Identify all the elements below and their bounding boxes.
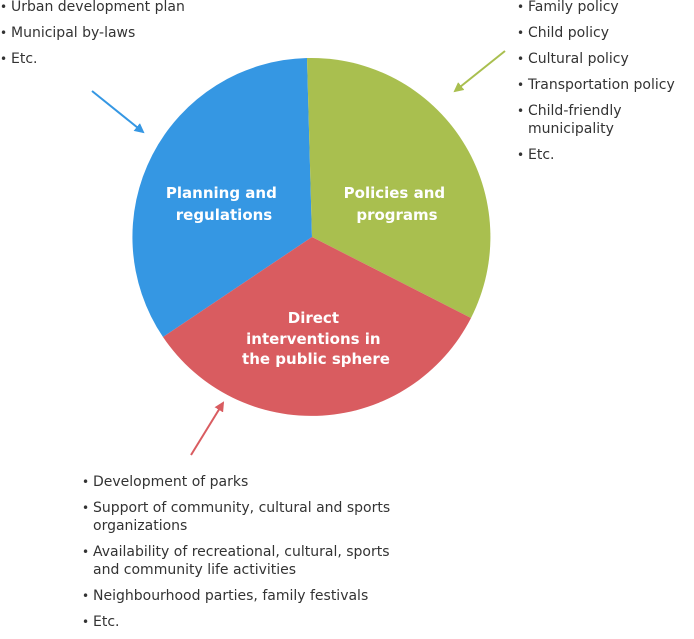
list-item: Etc. [517,146,692,164]
direct-list: Development of parks Support of communit… [82,473,412,639]
planning-label-line2: regulations [176,206,273,224]
list-item: Child policy [517,24,692,42]
policies-label: Policies and programs [344,184,451,224]
direct-label-line1: Direct [288,309,339,327]
list-item: Etc. [0,50,250,68]
policies-label-line1: Policies and [344,184,445,202]
list-item: Municipal by-laws [0,24,250,42]
planning-label-line1: Planning and [166,184,277,202]
planning-label: Planning and regulations [166,184,282,224]
policies-list: Family policy Child policy Cultural poli… [517,0,692,172]
segment-planning [132,58,312,337]
list-item: Transportation policy [517,76,692,94]
list-item: Support of community, cultural and sport… [82,499,412,535]
list-item: Development of parks [82,473,412,491]
planning-list: Urban development plan Municipal by-laws… [0,0,250,76]
list-item: Neighbourhood parties, family festivals [82,587,412,605]
list-item: Child-friendly municipality [517,102,692,138]
list-item: Availability of recreational, cultural, … [82,543,412,579]
planning-arrow [91,90,145,134]
direct-label-line2: interventions in [246,330,380,348]
list-item: Urban development plan [0,0,250,16]
direct-arrow [190,401,225,456]
segment-policies [307,57,491,319]
list-item: Cultural policy [517,50,692,68]
list-item: Etc. [82,613,412,631]
list-item: Family policy [517,0,692,16]
policies-arrow [453,50,506,93]
policies-label-line2: programs [356,206,437,224]
segment-direct [163,237,471,416]
direct-label-line3: the public sphere [242,350,390,368]
direct-label: Direct interventions in the public spher… [242,309,390,368]
